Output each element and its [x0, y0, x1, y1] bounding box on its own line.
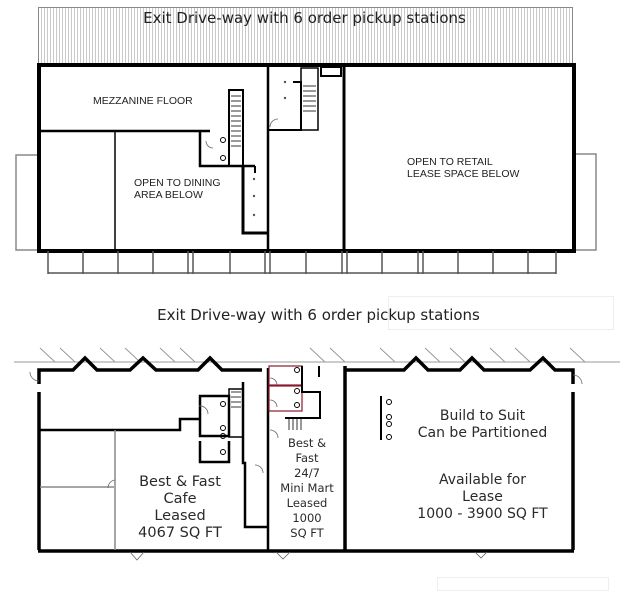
mini-mart-size: 1000: [292, 511, 322, 525]
mini-mart-line-1: Best &: [287, 436, 327, 450]
bottom-backing-box: [437, 577, 609, 591]
mini-mart-line-3: 24/7: [294, 466, 320, 480]
retail-headline-line-2: Can be Partitioned: [417, 425, 548, 441]
cafe-name-line-1: Best & Fast: [139, 474, 221, 490]
retail-size-unit: SQ FT: [502, 506, 548, 522]
open-to-dining-line-2: AREA BELOW: [134, 189, 203, 201]
retail-availability-line-2: Lease: [462, 489, 503, 505]
open-to-retail-line-2: LEASE SPACE BELOW: [407, 168, 520, 180]
lower-driveway-label: Exit Drive-way with 6 order pickup stati…: [157, 306, 480, 324]
cafe-unit-label: Best & Fast Cafe Leased 4067 SQ FT: [122, 474, 238, 542]
open-to-dining-label: OPEN TO DINING AREA BELOW: [134, 177, 221, 201]
retail-size-min: 1000: [417, 506, 453, 522]
upper-plan: [15, 63, 597, 274]
open-to-dining-line-1: OPEN TO DINING: [134, 177, 221, 189]
cafe-name-line-2: Cafe: [163, 491, 197, 507]
cafe-size: 4067 SQ FT: [138, 525, 222, 541]
mini-mart-line-4: Mini Mart: [280, 481, 334, 495]
retail-size-separator: -: [452, 506, 467, 522]
open-to-retail-label: OPEN TO RETAIL LEASE SPACE BELOW: [407, 156, 519, 180]
mezzanine-floor-label: MEZZANINE FLOOR: [93, 95, 193, 107]
cafe-status: Leased: [154, 508, 206, 524]
mini-mart-unit: SQ FT: [290, 526, 324, 540]
upper-driveway-band: [38, 7, 573, 66]
label-backing-box: [388, 296, 614, 330]
retail-headline: Build to Suit Can be Partitioned: [395, 408, 570, 442]
mini-mart-line-2: Fast: [295, 451, 319, 465]
open-to-retail-line-1: OPEN TO RETAIL: [407, 156, 493, 168]
retail-availability-line-1: Available for: [438, 472, 527, 488]
mini-mart-status: Leased: [286, 496, 328, 510]
retail-size-max: 3900: [466, 506, 503, 522]
retail-availability: Available for Lease 1000 - 3900 SQ FT: [395, 472, 570, 523]
mini-mart-unit-label: Best & Fast 24/7 Mini Mart Leased 1000 S…: [270, 436, 344, 541]
upper-driveway-label: Exit Drive-way with 6 order pickup stati…: [143, 9, 466, 27]
lower-plan: [14, 347, 620, 561]
retail-headline-line-1: Build to Suit: [439, 408, 526, 424]
retail-size-range: 1000 - 3900 SQ FT: [395, 506, 570, 523]
